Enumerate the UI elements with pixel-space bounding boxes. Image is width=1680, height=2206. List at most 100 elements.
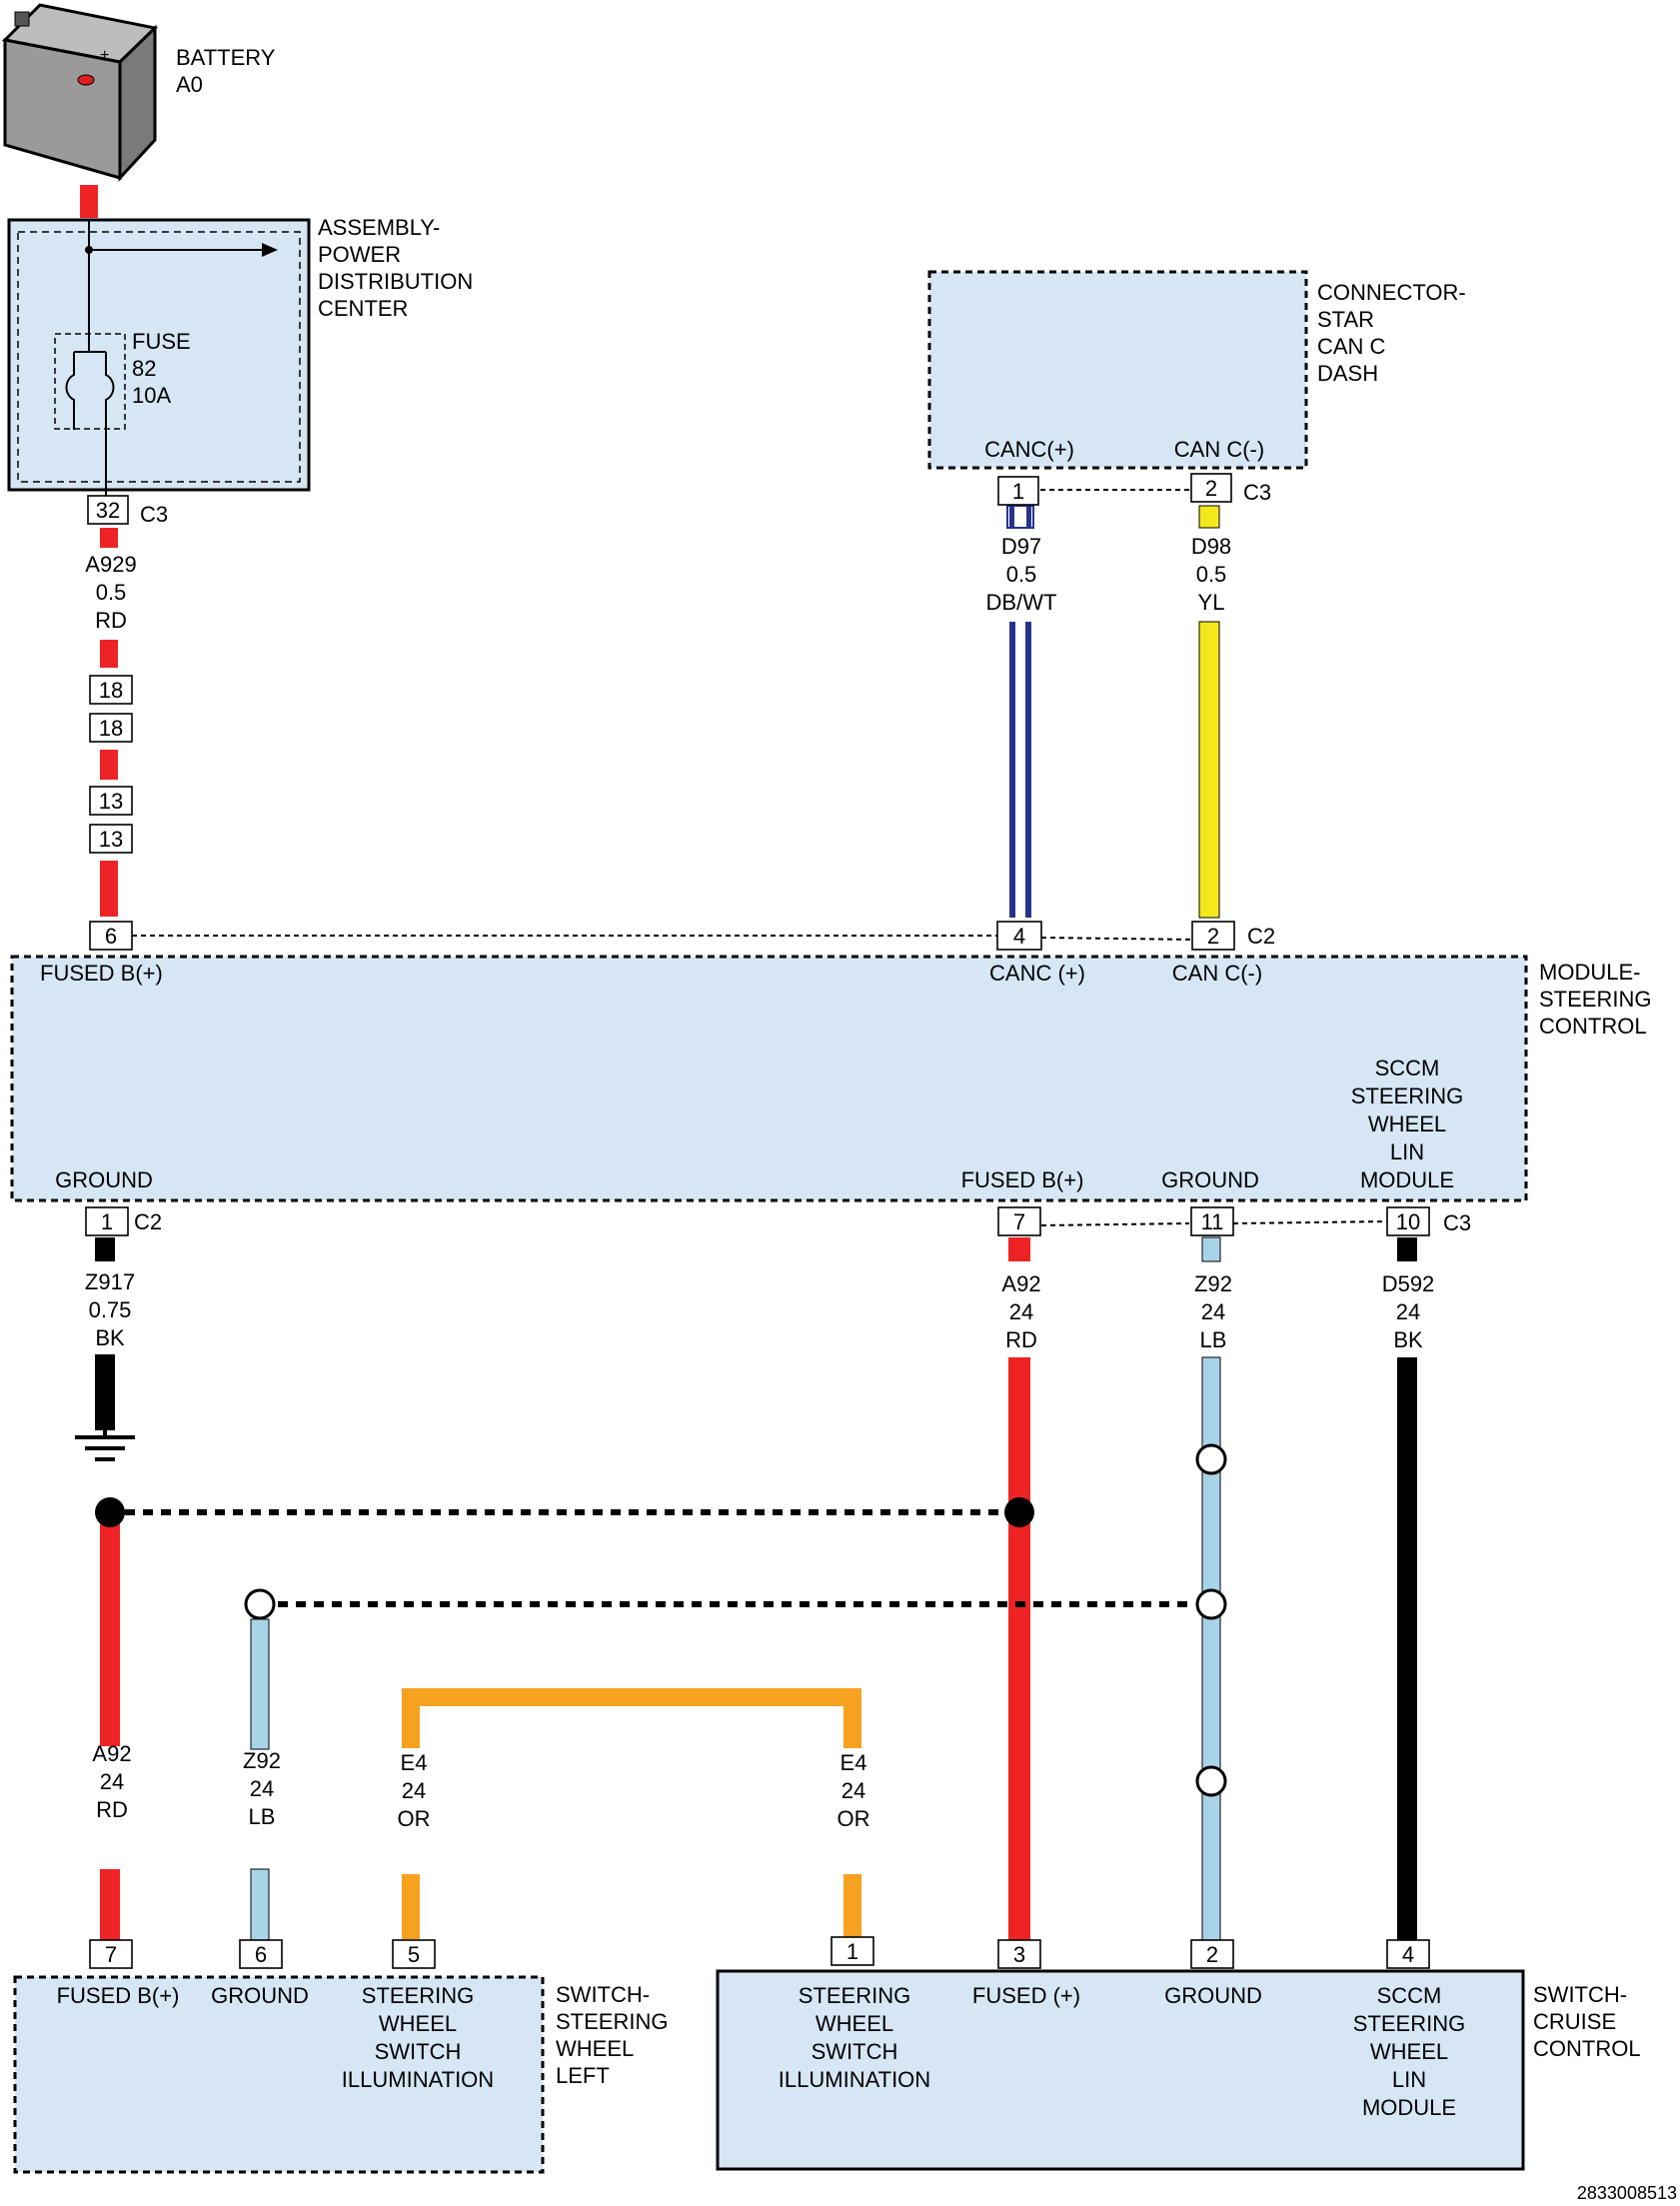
left-illum-label-4: ILLUMINATION bbox=[342, 2067, 494, 2092]
pin-module-1 bbox=[85, 1206, 129, 1236]
cruise-sccm-label-1: SCCM bbox=[1377, 1983, 1442, 2008]
pin-pdc-32 bbox=[87, 495, 129, 525]
pin-star-1 bbox=[997, 476, 1039, 506]
connector-c3-module: C3 bbox=[1443, 1210, 1471, 1235]
fuse-outline bbox=[54, 333, 126, 430]
cruise-illum-label-2: WHEEL bbox=[816, 2011, 893, 2036]
star-label-4: DASH bbox=[1317, 361, 1378, 386]
pin-module-11 bbox=[1190, 1206, 1234, 1236]
wire-label-z917-1: Z917 bbox=[85, 1269, 135, 1294]
wire-z917 bbox=[95, 1237, 115, 1261]
module-label-2: STEERING bbox=[1539, 987, 1651, 1012]
wire-label-z92-top-3: LB bbox=[1200, 1327, 1227, 1352]
connector-c3-star: C3 bbox=[1243, 480, 1271, 505]
wire-label-a929-2: 0.5 bbox=[96, 580, 127, 605]
cruise-sccm-label-4: LIN bbox=[1392, 2067, 1426, 2092]
module-sccm-label-3: WHEEL bbox=[1368, 1111, 1446, 1136]
wire-label-z92-top-1: Z92 bbox=[1194, 1271, 1232, 1296]
cruise-label-1: SWITCH- bbox=[1533, 1982, 1627, 2007]
module-pin-label-fused2: FUSED B(+) bbox=[961, 1167, 1084, 1192]
wire-a92-top bbox=[1008, 1237, 1030, 1261]
pdc-label-1: ASSEMBLY- bbox=[318, 215, 440, 240]
power-distribution-center bbox=[7, 218, 311, 500]
cruise-pin-label-fused: FUSED (+) bbox=[972, 1983, 1080, 2008]
module-sccm-label-2: STEERING bbox=[1351, 1084, 1463, 1108]
wire-label-a92-top-3: RD bbox=[1005, 1327, 1037, 1352]
splice-dot-right bbox=[1004, 1497, 1034, 1527]
cruise-illum-label-4: ILLUMINATION bbox=[779, 2067, 930, 2092]
module-pin-label-ground1: GROUND bbox=[55, 1167, 153, 1192]
module-pin-label-canc-plus: CANC (+) bbox=[989, 961, 1085, 986]
wire-d592 bbox=[1397, 1237, 1417, 1261]
arrow-right-icon bbox=[262, 243, 278, 257]
pdc-label-4: CENTER bbox=[318, 296, 408, 321]
wire-label-z92-top-2: 24 bbox=[1201, 1299, 1225, 1324]
cruise-sccm-label-2: STEERING bbox=[1353, 2011, 1465, 2036]
wire-label-d98-2: 0.5 bbox=[1196, 562, 1227, 587]
battery-icon: + bbox=[1, 3, 159, 182]
wire-label-a92-top-2: 24 bbox=[1009, 1299, 1033, 1324]
left-switch-label-4: LEFT bbox=[556, 2063, 610, 2088]
splice-dot-left bbox=[95, 1497, 125, 1527]
module-pin-label-fused: FUSED B(+) bbox=[40, 961, 163, 986]
wire-label-a92-top-1: A92 bbox=[1001, 1271, 1040, 1296]
fuse-label-2: 82 bbox=[132, 356, 156, 381]
wire-label-d97-1: D97 bbox=[1001, 534, 1041, 559]
wire-a92-bottom bbox=[100, 1511, 120, 1746]
wire-label-e4-right-3: OR bbox=[838, 1806, 870, 1831]
module-pin-label-ground2: GROUND bbox=[1161, 1167, 1259, 1192]
wire-label-e4-left-2: 24 bbox=[402, 1778, 426, 1803]
fuse-label-3: 10A bbox=[132, 383, 171, 408]
splice-circle-bottom bbox=[1195, 1765, 1227, 1797]
pin-left-6 bbox=[239, 1939, 283, 1969]
wire-label-d98-1: D98 bbox=[1191, 534, 1231, 559]
svg-text:4: 4 bbox=[1402, 1942, 1414, 1967]
wire-label-e4-right-2: 24 bbox=[841, 1778, 865, 1803]
pin-module-4 bbox=[996, 921, 1042, 951]
left-pin-label-fused: FUSED B(+) bbox=[57, 1983, 180, 2008]
wire-label-d98-3: YL bbox=[1198, 590, 1225, 615]
svg-text:18: 18 bbox=[99, 716, 123, 741]
svg-text:18: 18 bbox=[99, 678, 123, 703]
svg-text:7: 7 bbox=[105, 1942, 117, 1967]
pdc-label-3: DISTRIBUTION bbox=[318, 269, 473, 294]
wire-d97 bbox=[1006, 505, 1034, 918]
svg-text:1: 1 bbox=[101, 1209, 113, 1234]
pin-left-5 bbox=[392, 1939, 436, 1969]
pin-module-10 bbox=[1386, 1206, 1430, 1236]
svg-text:11: 11 bbox=[1201, 1209, 1224, 1234]
pin-module-6 bbox=[89, 921, 133, 951]
inline-connector-13b bbox=[89, 824, 133, 854]
wire-label-d97-2: 0.5 bbox=[1006, 562, 1037, 587]
svg-text:3: 3 bbox=[1013, 1942, 1025, 1967]
pin-module-2 bbox=[1191, 921, 1235, 951]
wire-battery-feed bbox=[80, 185, 98, 218]
splice-circle-mid bbox=[1195, 1588, 1227, 1620]
cruise-illum-label-3: SWITCH bbox=[812, 2039, 898, 2064]
wire-label-z917-2: 0.75 bbox=[89, 1297, 132, 1322]
wire-label-d97-3: DB/WT bbox=[986, 590, 1057, 615]
pin-cruise-1 bbox=[831, 1936, 874, 1966]
steering-wheel-left-switch-box bbox=[15, 1977, 543, 2172]
module-label-3: CONTROL bbox=[1539, 1014, 1647, 1039]
svg-text:+: + bbox=[100, 47, 109, 64]
wire-a929 bbox=[100, 528, 118, 548]
module-sccm-label-5: MODULE bbox=[1360, 1167, 1454, 1192]
star-connector-box bbox=[929, 272, 1306, 468]
pin-star-2 bbox=[1190, 473, 1232, 503]
wire-label-d592-3: BK bbox=[1393, 1327, 1423, 1352]
svg-text:10: 10 bbox=[1396, 1209, 1420, 1234]
ground-symbol-icon bbox=[75, 1424, 135, 1461]
left-illum-label-3: SWITCH bbox=[375, 2039, 462, 2064]
cruise-pin-label-ground: GROUND bbox=[1164, 1983, 1262, 2008]
wire-label-z92-bot-1: Z92 bbox=[243, 1748, 281, 1773]
wire-label-a929-3: RD bbox=[95, 608, 127, 633]
wire-label-d592-2: 24 bbox=[1396, 1299, 1420, 1324]
left-pin-label-ground: GROUND bbox=[211, 1983, 309, 2008]
battery-name: BATTERY bbox=[176, 45, 276, 70]
pin-module-7 bbox=[997, 1206, 1041, 1236]
svg-text:1: 1 bbox=[1012, 479, 1024, 504]
cruise-sccm-label-3: WHEEL bbox=[1370, 2039, 1448, 2064]
splice-circle-top bbox=[1195, 1443, 1227, 1475]
